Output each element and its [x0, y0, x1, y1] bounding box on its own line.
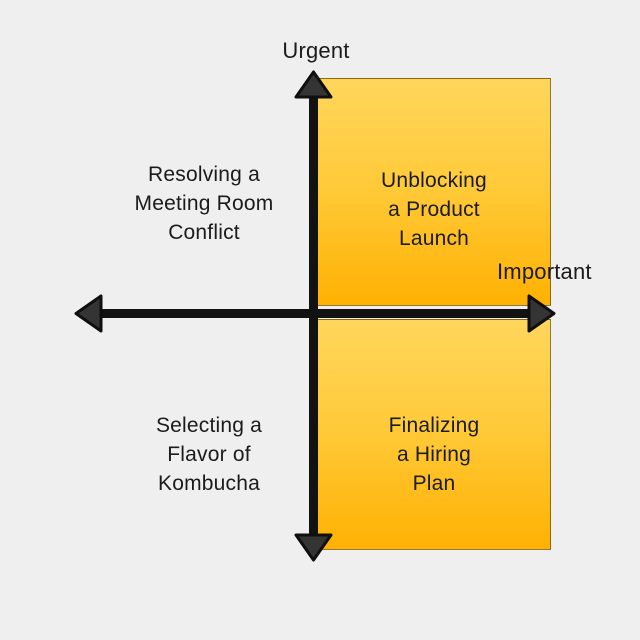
arrow-left-icon [74, 294, 103, 333]
quadrant-bottom-right-label: Finalizing a Hiring Plan [334, 411, 534, 498]
task-text-line: Launch [398, 227, 470, 250]
task-text-line: Finalizing [388, 414, 480, 437]
arrow-down-icon [294, 533, 333, 562]
quadrant-top-left-label: Resolving a Meeting Room Conflict [104, 160, 304, 247]
task-text-line: Meeting Room [134, 192, 274, 215]
horizontal-axis-label: Important [497, 259, 592, 284]
task-text-line: Unblocking [381, 169, 487, 192]
quadrant-bottom-left-label: Selecting a Flavor of Kombucha [109, 411, 309, 498]
task-text-line: Kombucha [158, 472, 260, 495]
vertical-axis-label: Urgent [282, 38, 350, 63]
task-text-line: Selecting a [155, 414, 263, 437]
task-text-line: a Product [388, 198, 480, 221]
task-text-line: a Hiring [397, 443, 471, 466]
arrow-up-icon [294, 70, 333, 99]
task-text-line: Flavor of [167, 443, 251, 466]
quadrant-top-right-label: Unblocking a Product Launch [334, 166, 534, 253]
task-text-line: Resolving a [148, 163, 260, 186]
arrow-right-icon [527, 294, 556, 333]
horizontal-axis [74, 294, 556, 333]
task-text-line: Plan [412, 472, 456, 495]
task-text-line: Conflict [168, 221, 240, 244]
highlight-bottom-right-quadrant [317, 319, 551, 550]
highlight-top-right-quadrant [317, 78, 551, 306]
